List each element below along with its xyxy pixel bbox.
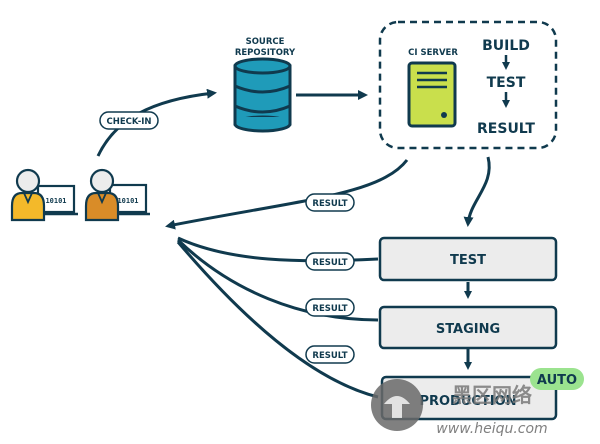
staging-result-arrow (176, 238, 379, 322)
server-icon (407, 61, 457, 128)
developer-2-screen-text: 10101 (117, 197, 138, 205)
staging-result-label: RESULT (312, 304, 347, 314)
auto-badge-label: AUTO (537, 373, 577, 388)
database-icon (233, 57, 292, 133)
watermark: 黑区网络 www.heiqu.com (371, 379, 548, 437)
stage-production: PRODUCTION (380, 375, 558, 421)
production-result-label: RESULT (312, 351, 347, 361)
staging-result-pill: RESULT (305, 298, 355, 317)
ci-result-arrow (165, 159, 409, 230)
developer-2-body (84, 191, 120, 222)
developer-1-head (15, 168, 41, 194)
ci-result-pill: RESULT (305, 193, 355, 212)
stage-staging-label: STAGING (436, 322, 500, 337)
source-repository-title-line1: SOURCE (246, 37, 285, 47)
test-result-pill: RESULT (305, 252, 355, 271)
ci-to-test-arrow (463, 156, 491, 227)
developer-1-body (10, 191, 46, 222)
developer-2: 10101 (84, 168, 150, 222)
ci-server-label: CI SERVER (408, 48, 458, 58)
watermark-url: www.heiqu.com (436, 421, 547, 437)
test-result-label: RESULT (312, 258, 347, 268)
source-repository-title-line2: REPOSITORY (235, 48, 296, 58)
ci-step-build: BUILD (482, 38, 530, 54)
ci-result-label: RESULT (312, 199, 347, 209)
developer-1-screen-text: 10101 (45, 197, 66, 205)
ci-step-result: RESULT (477, 121, 535, 137)
production-result-arrow (176, 241, 379, 399)
source-repository: SOURCE REPOSITORY (233, 37, 296, 133)
production-result-pill: RESULT (305, 345, 355, 364)
ci-step-test: TEST (487, 75, 526, 91)
stage-production-label: PRODUCTION (419, 394, 516, 409)
developer-2-head (89, 168, 115, 194)
check-in-label: CHECK-IN (106, 117, 151, 127)
auto-badge: AUTO (530, 368, 584, 390)
developer-1: 10101 (10, 168, 78, 222)
watermark-logo-text: 黑区网络 (452, 383, 532, 407)
ci-server-group: CI SERVER BUILD TEST RESULT (378, 20, 558, 150)
stage-test-label: TEST (450, 253, 486, 268)
stage-test: TEST (378, 236, 558, 282)
stage-staging: STAGING (378, 305, 558, 350)
check-in-pill: CHECK-IN (99, 111, 159, 130)
